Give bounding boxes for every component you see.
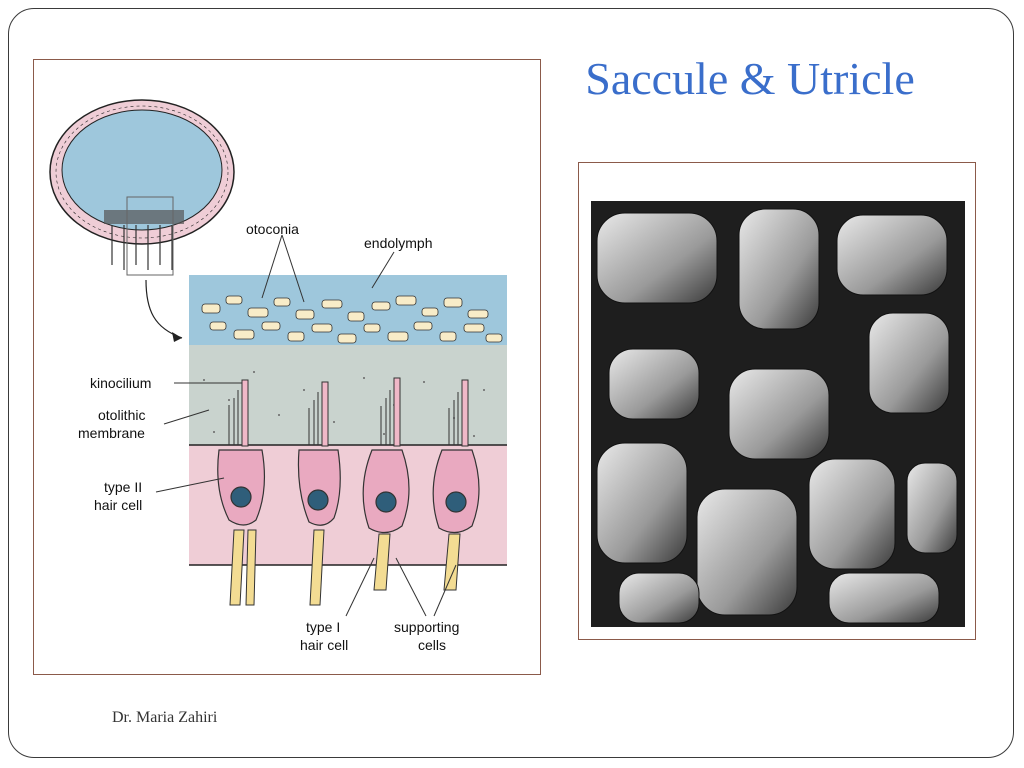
label-supporting-line2: cells	[418, 637, 446, 653]
label-type1-line2: hair cell	[300, 637, 348, 653]
overview-sac	[49, 99, 235, 342]
magnified-section: otoconia endolymph kinocilium otolithic …	[78, 221, 507, 653]
label-otolithic-line2: membrane	[78, 425, 145, 441]
diagram-panel: otoconia endolymph kinocilium otolithic …	[33, 59, 541, 675]
label-type2-line1: type II	[104, 479, 142, 495]
otolith-organ-diagram: otoconia endolymph kinocilium otolithic …	[49, 99, 507, 653]
label-otolithic-line1: otolithic	[98, 407, 145, 423]
footer-author: Dr. Maria Zahiri	[112, 709, 218, 726]
otoconia-micrograph	[591, 201, 965, 627]
slide-title: Saccule & Utricle	[585, 53, 915, 104]
micrograph-panel	[578, 162, 976, 640]
label-type1-line1: type I	[306, 619, 340, 635]
label-kinocilium: kinocilium	[90, 375, 151, 391]
label-otoconia: otoconia	[246, 221, 299, 237]
label-endolymph: endolymph	[364, 235, 433, 251]
label-supporting-line1: supporting	[394, 619, 459, 635]
label-type2-line2: hair cell	[94, 497, 142, 513]
